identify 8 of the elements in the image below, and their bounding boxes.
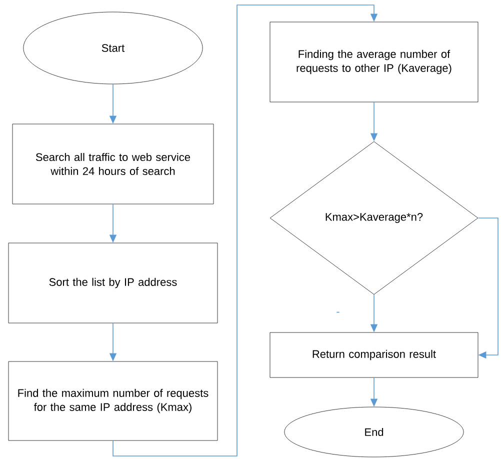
process-box: Finding the average number of requests to other IP (Kaverage): [270, 22, 478, 102]
process-box: Search all traffic to web service within 24 hours of search: [12, 124, 214, 204]
arrow: [112, 4, 378, 456]
edge-label: -: [335, 310, 341, 316]
process-box: Return comparison result: [270, 332, 478, 378]
arrow: [478, 218, 498, 359]
process-box: Sort the list by IP address: [8, 242, 218, 324]
process-box: Find the maximum number of requests for the same IP address (Kmax): [8, 361, 218, 441]
